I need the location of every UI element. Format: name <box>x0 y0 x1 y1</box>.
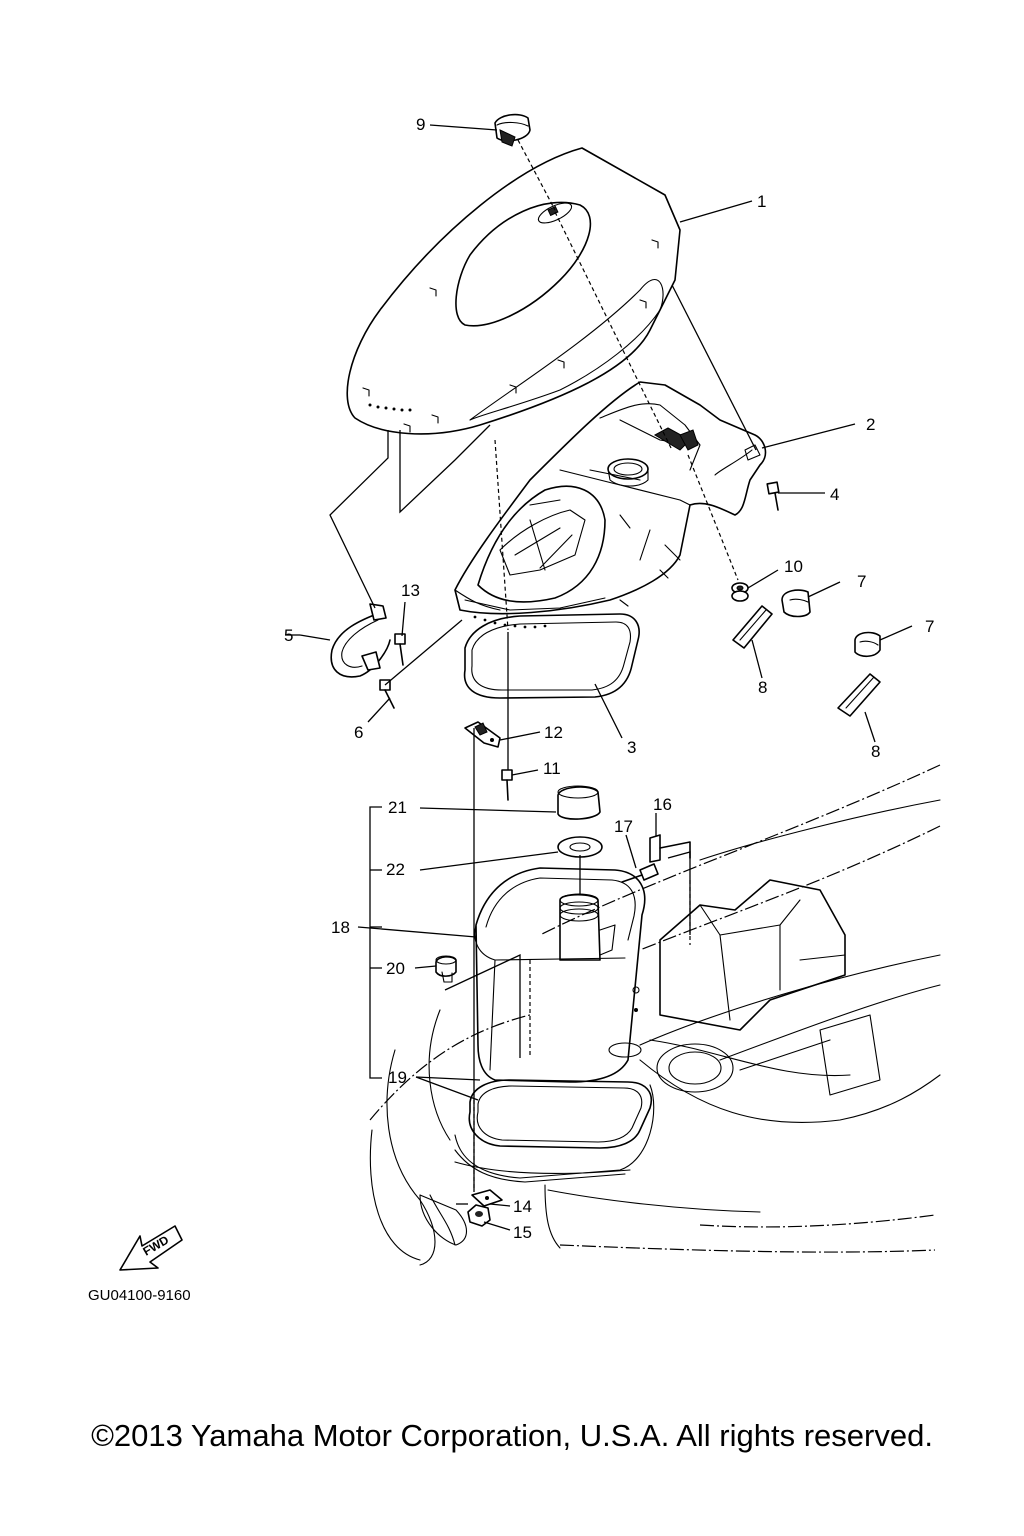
part-6-screw <box>379 679 395 709</box>
part-21-cap <box>557 785 601 820</box>
callout-15: 15 <box>513 1223 532 1242</box>
part-12-bracket <box>464 721 501 748</box>
part-9-cap <box>494 113 531 147</box>
callout-7a: 7 <box>857 572 866 591</box>
callout-2: 2 <box>866 415 875 434</box>
callout-12: 12 <box>544 723 563 742</box>
part-8-pad-b <box>837 673 881 717</box>
callout-4: 4 <box>830 485 839 504</box>
callout-1: 1 <box>757 192 766 211</box>
fwd-label: FWD <box>141 1233 172 1259</box>
callout-8b: 8 <box>871 742 880 761</box>
callout-5: 5 <box>284 626 293 645</box>
callout-21: 21 <box>388 798 407 817</box>
diagram-code: GU04100-9160 <box>88 1287 191 1304</box>
part-19-gasket <box>468 1079 652 1149</box>
part-11-screw <box>501 769 513 801</box>
part-16-clip <box>649 834 691 863</box>
callout-22: 22 <box>386 860 405 879</box>
part-8-pad-a <box>732 605 773 649</box>
part-5-hook-strap <box>330 603 391 678</box>
callout-18: 18 <box>331 918 350 937</box>
callout-14: 14 <box>513 1197 532 1216</box>
assembly-lines <box>329 139 757 1205</box>
part-22-gasket <box>557 836 603 858</box>
part-18-storage-box <box>474 867 646 1083</box>
callout-19: 19 <box>388 1068 407 1087</box>
callout-labels: 9 1 2 4 10 7 7 8 8 13 5 6 3 12 11 16 17 … <box>284 115 934 1242</box>
part-7-bumper-a <box>781 589 811 618</box>
callout-9: 9 <box>416 115 425 134</box>
part-17-bolt <box>621 863 659 883</box>
part-20-plug <box>435 955 457 983</box>
part-10-grommet <box>731 582 749 602</box>
part-7-bumper-b <box>854 631 881 658</box>
part-1-hood <box>346 147 681 435</box>
callout-7b: 7 <box>925 617 934 636</box>
callout-3: 3 <box>627 738 636 757</box>
part-3-seal <box>463 613 640 699</box>
callout-20: 20 <box>386 959 405 978</box>
copyright-notice: ©2013 Yamaha Motor Corporation, U.S.A. A… <box>91 1418 933 1453</box>
fwd-arrow-icon: FWD <box>119 1225 183 1271</box>
hull-outline <box>369 764 941 1266</box>
callout-6: 6 <box>354 723 363 742</box>
callout-leaders <box>285 124 913 1231</box>
part-2-hood-frame <box>454 381 767 629</box>
callout-17: 17 <box>614 817 633 836</box>
part-13-screw <box>394 633 406 666</box>
part-15-nut <box>467 1204 491 1227</box>
part-14-washer <box>471 1189 503 1207</box>
callout-11: 11 <box>543 759 561 778</box>
callout-8a: 8 <box>758 678 767 697</box>
callout-16: 16 <box>653 795 672 814</box>
callout-13: 13 <box>401 581 420 600</box>
part-4-screw <box>766 481 780 511</box>
callout-10: 10 <box>784 557 803 576</box>
